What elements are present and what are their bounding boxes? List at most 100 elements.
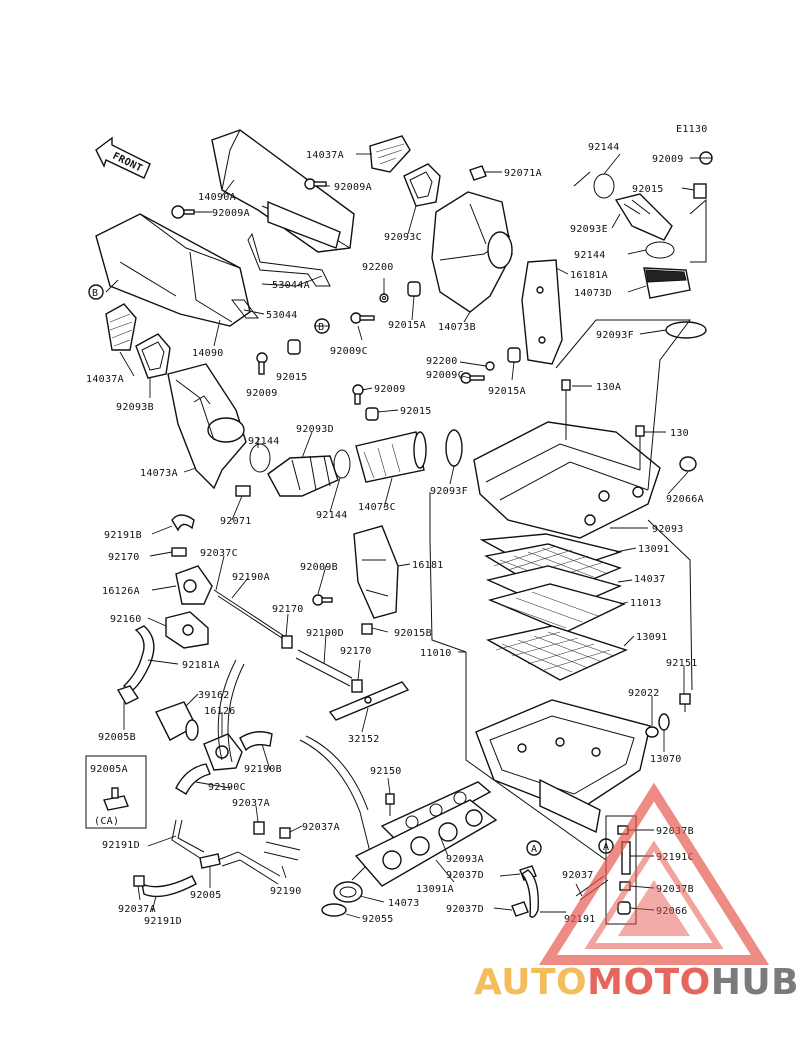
label-92005A: 92005A xyxy=(90,764,128,775)
clamp-92144-m2 xyxy=(333,449,351,479)
label-92093E: 92093E xyxy=(570,224,608,235)
label-92037C: 92037C xyxy=(200,548,238,559)
seal-14037A-left xyxy=(105,303,137,351)
screw-92009-b xyxy=(352,384,364,405)
label-14073A: 14073A xyxy=(140,468,178,479)
watermark-auto: AUTO xyxy=(474,962,587,1003)
label-92015A-a: 92015A xyxy=(388,320,426,331)
hose-92191 xyxy=(520,869,539,918)
label-92170-b: 92170 xyxy=(272,604,304,615)
ref-circle-a-1 xyxy=(526,840,542,856)
frame-line-right xyxy=(647,519,693,691)
collar-92015A-b xyxy=(507,347,521,363)
label-a-2: A xyxy=(603,842,609,853)
washer-92022 xyxy=(645,726,659,738)
hose-92191D-b xyxy=(141,875,197,898)
callout-labels: E1130 14037A 14090A 92009A 92009A 53044A… xyxy=(86,124,708,927)
hose-92190B xyxy=(239,731,273,752)
label-14090A: 14090A xyxy=(198,192,236,203)
label-14073: 14073 xyxy=(388,898,420,909)
label-92191C: 92191C xyxy=(656,852,694,863)
label-92150: 92150 xyxy=(370,766,402,777)
gasket-92093F-right xyxy=(665,321,707,339)
label-92170-c: 92170 xyxy=(340,646,372,657)
seal-92093B xyxy=(135,333,171,379)
label-92190: 92190 xyxy=(270,886,302,897)
diagram-code: E1130 xyxy=(676,124,708,135)
bracket-53044A xyxy=(230,232,331,319)
label-92190A: 92190A xyxy=(232,572,270,583)
label-92009C-a: 92009C xyxy=(330,346,368,357)
collar-92015A-a xyxy=(407,281,421,297)
washer-92200-b xyxy=(485,361,495,371)
label-92015-tr: 92015 xyxy=(632,184,664,195)
label-92160: 92160 xyxy=(110,614,142,625)
label-92037B-b: 92037B xyxy=(656,884,694,895)
label-92015-a: 92015 xyxy=(276,372,308,383)
label-92037-r: 92037 xyxy=(562,870,594,881)
label-14073C: 14073C xyxy=(358,502,396,513)
label-92093F-r: 92093F xyxy=(596,330,634,341)
hose-92191B xyxy=(171,514,195,532)
watermark-moto: MOTO xyxy=(587,962,711,1003)
clamp-92037A-b xyxy=(279,827,291,839)
duct-14073 xyxy=(333,881,363,903)
label-92005: 92005 xyxy=(190,890,222,901)
label-92037A-b: 92037A xyxy=(302,822,340,833)
bolt-92151 xyxy=(679,693,691,712)
label-13091-b: 13091 xyxy=(636,632,668,643)
bracket-16181 xyxy=(353,525,399,619)
hose-92181A xyxy=(123,625,155,693)
valve-16126 xyxy=(203,733,243,771)
screw-92009C-b xyxy=(460,372,485,384)
fitting-92005B xyxy=(116,685,140,705)
label-92093D: 92093D xyxy=(296,424,334,435)
label-92093F-m: 92093F xyxy=(430,486,468,497)
filter-element-11013 xyxy=(487,583,626,633)
label-14037A-top: 14037A xyxy=(306,150,344,161)
cap-39162 xyxy=(155,701,199,741)
label-92093A: 92093A xyxy=(446,854,484,865)
label-92066: 92066 xyxy=(656,906,688,917)
clamp-92037A-c xyxy=(133,875,145,887)
label-92144-m2: 92144 xyxy=(316,510,348,521)
label-16126: 16126 xyxy=(204,706,236,717)
clamp-92170-c xyxy=(351,679,363,693)
label-92009-a: 92009 xyxy=(246,388,278,399)
collar-92015-b xyxy=(365,407,379,421)
valve-16126A xyxy=(175,565,213,605)
label-92009-tr: 92009 xyxy=(652,154,684,165)
screw-92009B xyxy=(312,594,333,606)
clip-92071 xyxy=(235,485,251,497)
clamp-92170-a xyxy=(171,547,187,557)
hose-92190 xyxy=(263,841,301,861)
intake-duct-upper xyxy=(211,129,355,253)
label-92200-a: 92200 xyxy=(362,262,394,273)
label-92009B: 92009B xyxy=(300,562,338,573)
label-92191D-b: 92191D xyxy=(144,916,182,927)
label-11010: 11010 xyxy=(420,648,452,659)
ref-circle-b-1 xyxy=(88,284,104,300)
nut-92071A xyxy=(469,165,487,181)
gasket-92093F-m xyxy=(445,429,463,467)
label-b-2: B xyxy=(318,322,324,333)
clamp-92144-top xyxy=(593,173,615,199)
label-92190B: 92190B xyxy=(244,764,282,775)
duct-14073C xyxy=(355,431,427,483)
label-92191D-a: 92191D xyxy=(102,840,140,851)
hose-routing-b xyxy=(299,735,373,881)
label-ca: (CA) xyxy=(94,816,119,827)
label-13091A: 13091A xyxy=(416,884,454,895)
fitting-92005A xyxy=(103,787,129,811)
plate-13091A xyxy=(354,799,498,887)
ca-variant-box xyxy=(85,755,147,829)
label-92191B: 92191B xyxy=(104,530,142,541)
label-39162: 39162 xyxy=(198,690,230,701)
intake-duct-left xyxy=(95,213,251,327)
hose-92190A xyxy=(213,589,289,643)
label-a-1: A xyxy=(531,844,537,855)
cap-92066A xyxy=(679,456,697,472)
label-92071: 92071 xyxy=(220,516,252,527)
front-direction-arrow: FRONT xyxy=(95,136,151,179)
